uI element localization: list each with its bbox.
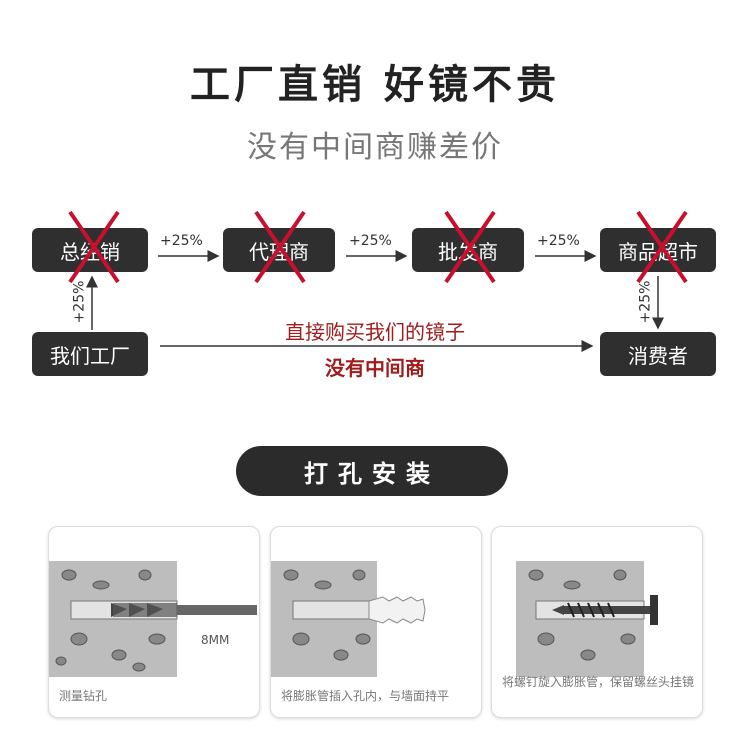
node-factory: 我们工厂 <box>32 332 148 376</box>
step-caption: 将膨胀管插入孔内，与墙面持平 <box>281 689 450 703</box>
install-section-title: 打孔安装 <box>236 446 508 496</box>
markup-label: +25% <box>160 233 203 249</box>
markup-label: +25% <box>349 233 392 249</box>
size-label: 8MM <box>201 633 230 647</box>
cross-icon <box>68 210 120 284</box>
page-title: 工厂直销 好镜不贵 <box>190 62 560 108</box>
wall-anchor-icon <box>271 561 426 677</box>
cross-icon <box>444 210 496 284</box>
node-supermarket: 商品超市 <box>600 228 716 272</box>
step-panel-drill: 8MM 测量钻孔 <box>48 526 260 718</box>
screw-icon <box>516 561 658 677</box>
no-middleman-text: 没有中间商 <box>325 356 425 380</box>
page-subtitle: 没有中间商赚差价 <box>247 130 503 165</box>
drill-bit-icon <box>49 561 257 677</box>
step-caption: 将螺钉旋入膨胀管，保留螺丝头挂镜 <box>502 675 695 689</box>
step-panel-anchor: 将膨胀管插入孔内，与墙面持平 <box>270 526 482 718</box>
markup-label: +25% <box>537 233 580 249</box>
cross-icon <box>636 210 688 284</box>
cross-icon <box>254 210 306 284</box>
step-caption: 测量钻孔 <box>59 689 108 703</box>
flow-arrows <box>86 250 664 352</box>
direct-purchase-text: 直接购买我们的镜子 <box>285 320 465 344</box>
node-consumer: 消费者 <box>600 332 716 376</box>
step-panel-screw: 将螺钉旋入膨胀管，保留螺丝头挂镜 <box>491 526 703 718</box>
